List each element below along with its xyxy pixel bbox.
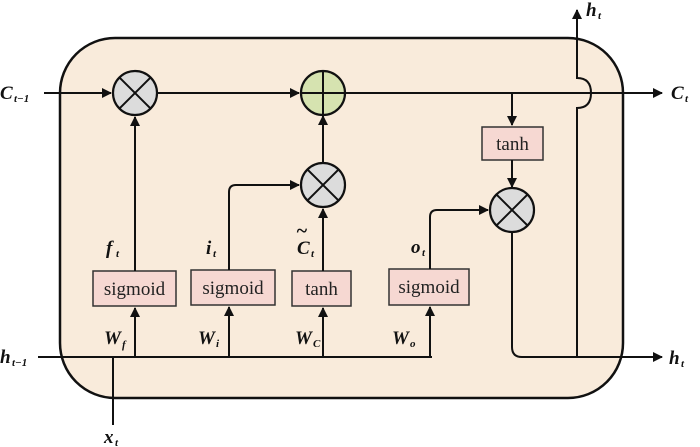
input-output-label: i t	[206, 238, 217, 260]
svg-text:f: f	[122, 339, 127, 351]
cell-tanh-box: tanh	[481, 126, 544, 161]
forget-output-label: f t	[106, 238, 120, 260]
svg-text:C: C	[297, 238, 310, 259]
cell-tanh-label: tanh	[496, 134, 529, 155]
input-gate-label: sigmoid	[202, 278, 264, 299]
svg-text:W: W	[295, 328, 313, 349]
svg-text:i: i	[206, 238, 212, 259]
svg-text:t: t	[115, 437, 119, 447]
svg-text:t: t	[213, 248, 217, 260]
input-weight-label: W i	[198, 328, 220, 350]
forget-gate-box: sigmoid	[92, 270, 177, 307]
forget-weight-label: W f	[104, 328, 127, 351]
input-gate-box: sigmoid	[190, 269, 276, 306]
svg-text:t: t	[598, 10, 602, 22]
forget-gate-label: sigmoid	[104, 279, 166, 300]
svg-text:t: t	[422, 247, 426, 259]
svg-text:C: C	[313, 338, 321, 350]
c-out-label: C t	[671, 83, 689, 105]
output-weight-label: W o	[392, 328, 416, 350]
input-multiply-operator	[299, 161, 347, 209]
add-operator	[299, 69, 347, 117]
svg-text:f: f	[106, 238, 114, 259]
svg-text:x: x	[103, 427, 114, 447]
svg-text:t: t	[685, 93, 689, 105]
svg-text:i: i	[216, 338, 220, 350]
x-input-label: x t	[103, 427, 119, 447]
svg-text:t−1: t−1	[14, 93, 29, 105]
h-prev-label: h t−1	[0, 347, 27, 369]
svg-text:C: C	[0, 83, 13, 104]
svg-text:t: t	[311, 248, 315, 260]
svg-text:W: W	[198, 328, 216, 349]
svg-text:W: W	[392, 328, 410, 349]
svg-text:t: t	[681, 358, 685, 370]
candidate-output-label: C t ~	[296, 220, 315, 260]
candidate-label: tanh	[305, 279, 338, 300]
candidate-weight-label: W C	[295, 328, 321, 350]
svg-text:h: h	[0, 347, 11, 368]
svg-text:t−1: t−1	[12, 357, 27, 369]
svg-text:C: C	[671, 83, 684, 104]
c-prev-label: C t−1	[0, 83, 29, 105]
svg-text:h: h	[669, 348, 680, 369]
svg-text:h: h	[586, 0, 597, 21]
candidate-box: tanh	[291, 270, 352, 307]
output-multiply-operator	[488, 186, 536, 234]
output-gate-box: sigmoid	[388, 268, 470, 306]
hidden-state-output-wire	[511, 232, 663, 362]
svg-text:W: W	[104, 328, 122, 349]
svg-text:t: t	[116, 248, 120, 260]
input-gate-output-wire	[228, 180, 300, 270]
svg-text:~: ~	[296, 220, 307, 242]
output-gate-label: sigmoid	[398, 277, 460, 298]
output-output-label: o t	[411, 237, 426, 259]
svg-text:o: o	[411, 237, 421, 258]
hidden-state-up-wire	[572, 9, 593, 357]
svg-text:o: o	[410, 338, 416, 350]
h-out-right-label: h t	[669, 348, 685, 370]
h-out-top-label: h t	[586, 0, 602, 22]
forget-multiply-operator	[111, 69, 159, 117]
output-gate-output-wire	[429, 205, 489, 269]
